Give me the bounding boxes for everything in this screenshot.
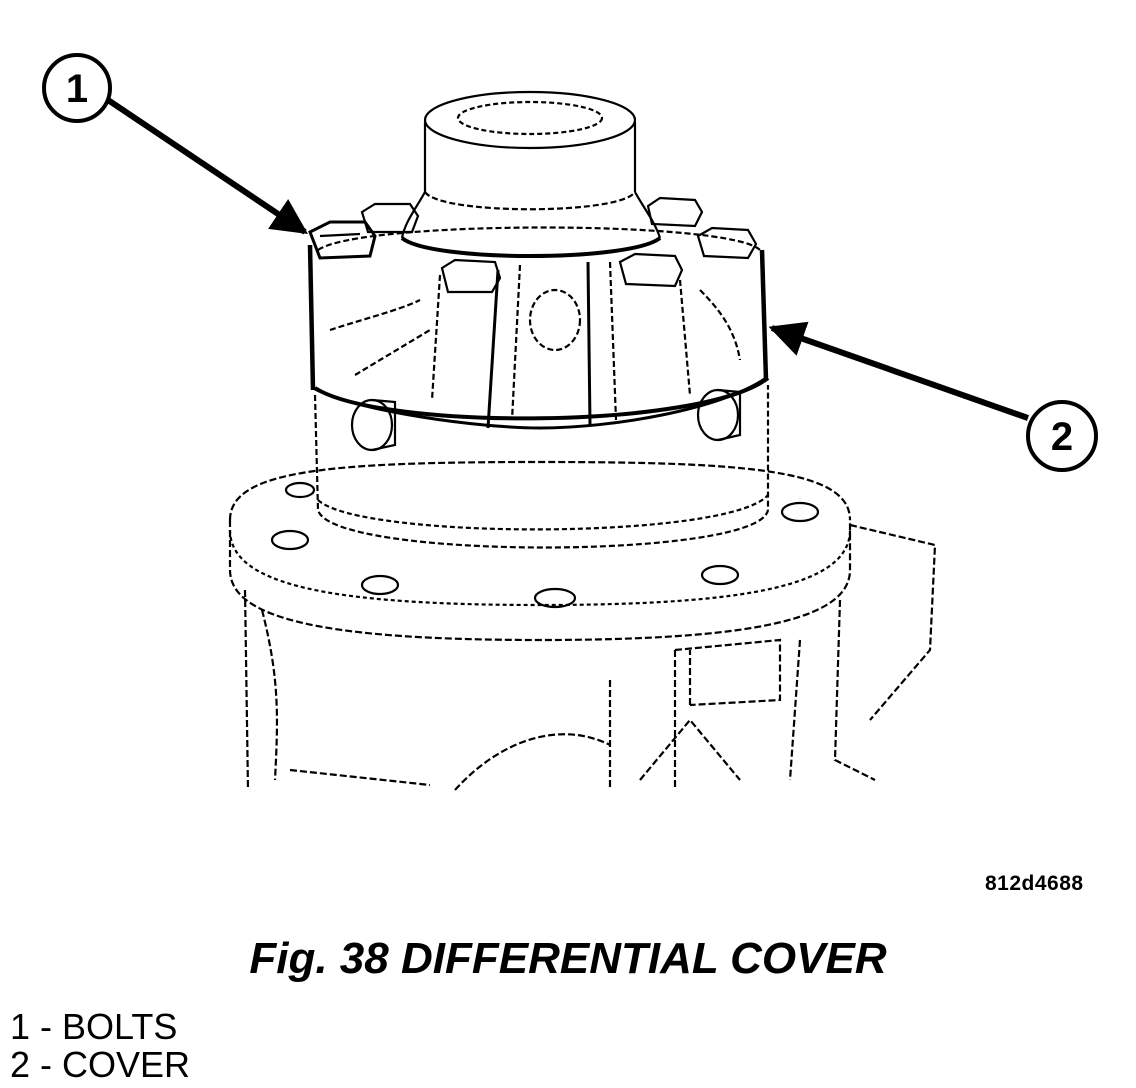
callout-2-leader bbox=[768, 321, 1029, 421]
side-plug bbox=[696, 388, 742, 442]
differential-cover bbox=[307, 226, 769, 430]
callout-2: 2 bbox=[1026, 400, 1098, 472]
bolt bbox=[618, 252, 684, 288]
pinion-yoke bbox=[400, 90, 662, 258]
legend-item-cover: 2 - COVER bbox=[10, 1044, 191, 1085]
bolt bbox=[696, 226, 758, 260]
flange-hole bbox=[533, 587, 577, 609]
flange-hole bbox=[360, 574, 400, 596]
axle-housing bbox=[243, 523, 937, 791]
callout-1-leader bbox=[106, 97, 308, 235]
mounting-flange bbox=[228, 460, 852, 642]
figure-caption: Fig. 38 DIFFERENTIAL COVER bbox=[249, 934, 887, 983]
legend-item-bolts: 1 - BOLTS bbox=[10, 1006, 178, 1047]
callout-1-number: 1 bbox=[66, 67, 88, 111]
differential-cover-illustration: 1 2 bbox=[42, 53, 1098, 791]
side-plug bbox=[350, 398, 397, 452]
cover-bolts bbox=[308, 196, 758, 294]
flange-hole bbox=[284, 481, 316, 499]
legend: 1 - BOLTS 2 - COVER bbox=[10, 1008, 190, 1084]
bolt bbox=[646, 196, 704, 228]
center-boss bbox=[528, 288, 582, 352]
flange-hole bbox=[700, 564, 740, 586]
callout-1: 1 bbox=[42, 53, 112, 123]
flange-hole bbox=[780, 501, 820, 523]
flange-hole bbox=[270, 529, 310, 551]
callout-2-number: 2 bbox=[1051, 415, 1073, 459]
bolt bbox=[360, 202, 420, 234]
bolt bbox=[308, 220, 377, 260]
figure-id: 812d4688 bbox=[985, 872, 1084, 895]
bolt bbox=[440, 258, 502, 294]
